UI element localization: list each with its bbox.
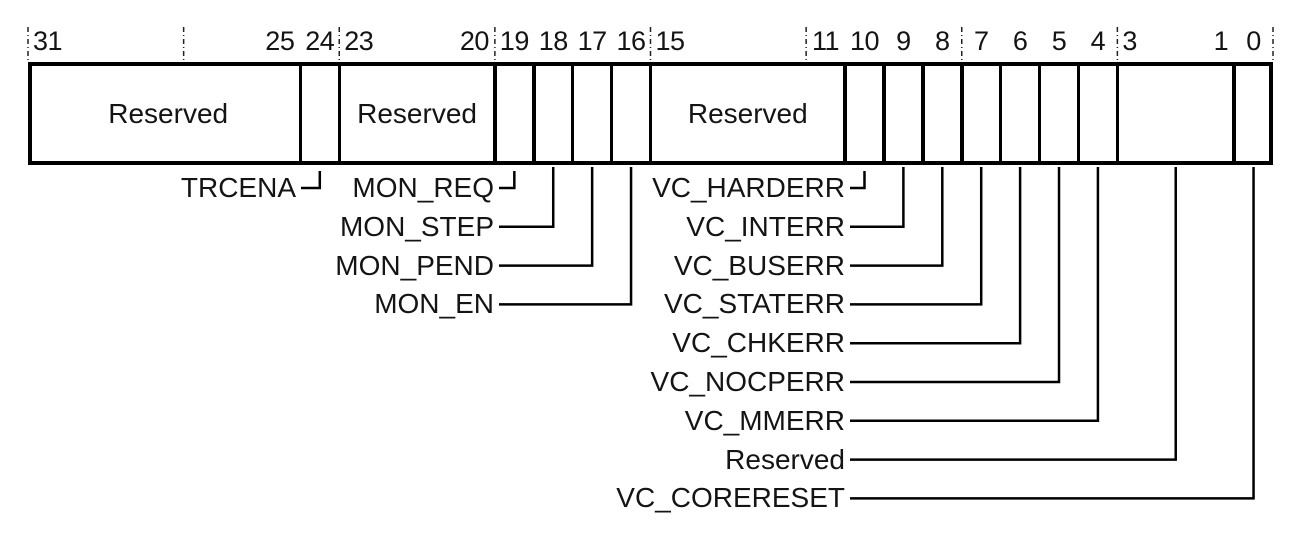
field-separator <box>998 66 1003 161</box>
field-separator <box>337 66 341 161</box>
field-label-vc-chkerr: VC_CHKERR <box>672 327 845 359</box>
bit-number-9: 9 <box>896 26 911 56</box>
leader-line-vc-buserr <box>850 167 944 267</box>
field-label-vc-corereset: VC_CORERESET <box>616 482 845 514</box>
field-label-trcena: TRCENA <box>180 172 296 203</box>
bit-number-8: 8 <box>935 26 950 56</box>
field-label-mon-pend: MON_PEND <box>335 249 494 281</box>
field-separator <box>960 66 964 161</box>
bit-number-16: 16 <box>616 26 647 56</box>
leader-line-vc-mmerr <box>850 167 1100 423</box>
bit-number-10: 10 <box>849 26 880 56</box>
field-separator <box>843 66 847 161</box>
leader-line-mon-en <box>499 167 633 306</box>
field-label-mon-step: MON_STEP <box>339 210 494 242</box>
field-separator <box>1037 66 1042 161</box>
leader-line-mon-req <box>499 171 516 190</box>
leader-line-vc-nocperr <box>850 167 1061 384</box>
bit-number-19: 19 <box>499 26 530 56</box>
bit-number-1: 1 <box>1213 26 1229 56</box>
field-separator <box>609 66 614 161</box>
field-separator <box>648 66 653 161</box>
register-box: Reserved Reserved Reserved <box>28 62 1273 165</box>
field-label-mon-en: MON_EN <box>374 288 494 320</box>
leader-line-vc-chkerr <box>850 167 1022 345</box>
bit-field-23-20: Reserved <box>357 97 477 129</box>
field-separator <box>493 66 497 161</box>
field-label-reserved: Reserved <box>725 443 845 475</box>
leader-line-vc-harderr <box>850 171 866 190</box>
field-label-vc-nocperr: VC_NOCPERR <box>650 366 845 397</box>
field-label-vc-mmerr: VC_MMERR <box>684 404 845 436</box>
bit-number-0: 0 <box>1246 26 1261 56</box>
bit-field-19 <box>495 66 534 161</box>
bit-number-24: 24 <box>305 26 335 56</box>
bit-field-9 <box>884 66 923 161</box>
leader-line-mon-step <box>499 167 555 229</box>
bit-number-4: 4 <box>1090 26 1106 56</box>
leader-line-mon-pend <box>499 167 594 267</box>
bit-field-10 <box>845 66 884 161</box>
bit-field-18 <box>534 66 573 161</box>
bit-field-24 <box>300 66 339 161</box>
bit-number-23: 23 <box>344 26 374 56</box>
leader-line-vc-interr <box>850 167 905 229</box>
leader-line-reserved <box>850 167 1177 461</box>
bit-field-7 <box>962 66 1001 161</box>
bit-number-18: 18 <box>538 26 569 56</box>
field-separator <box>1232 66 1236 161</box>
bit-field-6 <box>1001 66 1040 161</box>
leader-line-vc-staterr <box>850 167 983 306</box>
bit-field-5 <box>1040 66 1079 161</box>
bit-number-31: 31 <box>33 26 63 56</box>
bit-number-25: 25 <box>265 26 295 56</box>
bit-number-11: 11 <box>812 26 840 56</box>
field-separator <box>1115 66 1120 161</box>
bit-number-6: 6 <box>1012 26 1028 56</box>
bit-number-7: 7 <box>973 26 989 56</box>
bit-field-15-11: Reserved <box>687 97 808 129</box>
bit-number-20: 20 <box>459 26 490 56</box>
field-separator <box>882 66 886 161</box>
field-separator <box>1076 66 1081 161</box>
bit-number-15: 15 <box>655 26 686 56</box>
bit-field-4 <box>1078 66 1117 161</box>
bit-field-31-25: Reserved <box>108 97 229 129</box>
field-label-mon-req: MON_REQ <box>352 172 494 203</box>
field-label-vc-staterr: VC_STATERR <box>664 288 845 320</box>
field-label-vc-harderr: VC_HARDERR <box>652 172 845 203</box>
bit-field-16 <box>612 66 651 161</box>
leader-line-vc-corereset <box>850 167 1255 500</box>
bit-field-17 <box>573 66 612 161</box>
field-separator <box>298 66 303 161</box>
field-separator <box>532 66 536 161</box>
field-separator <box>570 66 575 161</box>
field-label-vc-buserr: VC_BUSERR <box>673 249 845 281</box>
leader-line-trcena <box>301 171 322 190</box>
field-label-vc-interr: VC_INTERR <box>686 210 845 242</box>
bit-number-5: 5 <box>1051 26 1067 56</box>
bit-field-3-1 <box>1117 66 1234 161</box>
field-separator <box>921 66 925 161</box>
bit-number-17: 17 <box>577 26 608 56</box>
bit-field-0 <box>1234 66 1273 161</box>
bit-number-3: 3 <box>1122 26 1137 56</box>
bit-field-8 <box>923 66 962 161</box>
